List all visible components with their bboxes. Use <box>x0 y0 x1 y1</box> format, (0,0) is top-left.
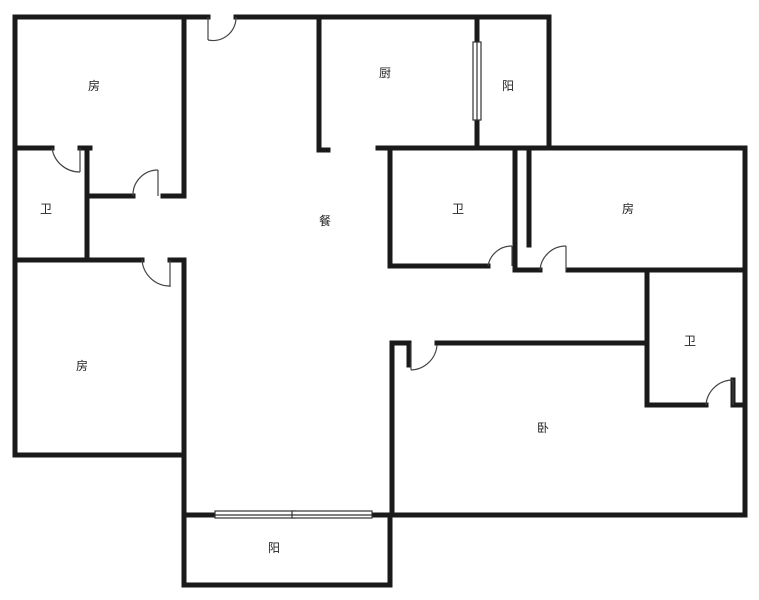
label-bath-right: 卫 <box>684 334 696 348</box>
walls <box>12 14 748 588</box>
door-bath-right-arc <box>705 379 734 406</box>
label-bath-center: 卫 <box>452 202 464 216</box>
label-bedroom-left: 房 <box>76 358 88 373</box>
door-bath-center-arc <box>487 245 513 267</box>
door-entry-arc <box>207 16 237 42</box>
label-bath-left: 卫 <box>40 202 52 216</box>
label-bedroom-right: 房 <box>622 201 634 216</box>
label-master-bedroom: 卧 <box>537 421 549 435</box>
label-kitchen: 厨 <box>379 66 391 80</box>
label-balcony-bottom: 阳 <box>268 541 280 555</box>
door-master-arc <box>410 344 438 371</box>
doors <box>51 16 734 406</box>
door-bath-left-arc <box>51 147 81 173</box>
door-left-bedroom-arc <box>141 258 171 287</box>
label-bedroom-top-left: 房 <box>88 78 100 93</box>
room-labels: 房 卫 房 厨 阳 餐 卫 房 卫 卧 阳 <box>40 66 696 555</box>
label-balcony-top: 阳 <box>502 79 514 93</box>
label-dining: 餐 <box>319 213 331 228</box>
windows <box>214 41 482 519</box>
door-topleft-arc <box>132 169 159 197</box>
door-right-bedroom-arc <box>539 245 567 271</box>
